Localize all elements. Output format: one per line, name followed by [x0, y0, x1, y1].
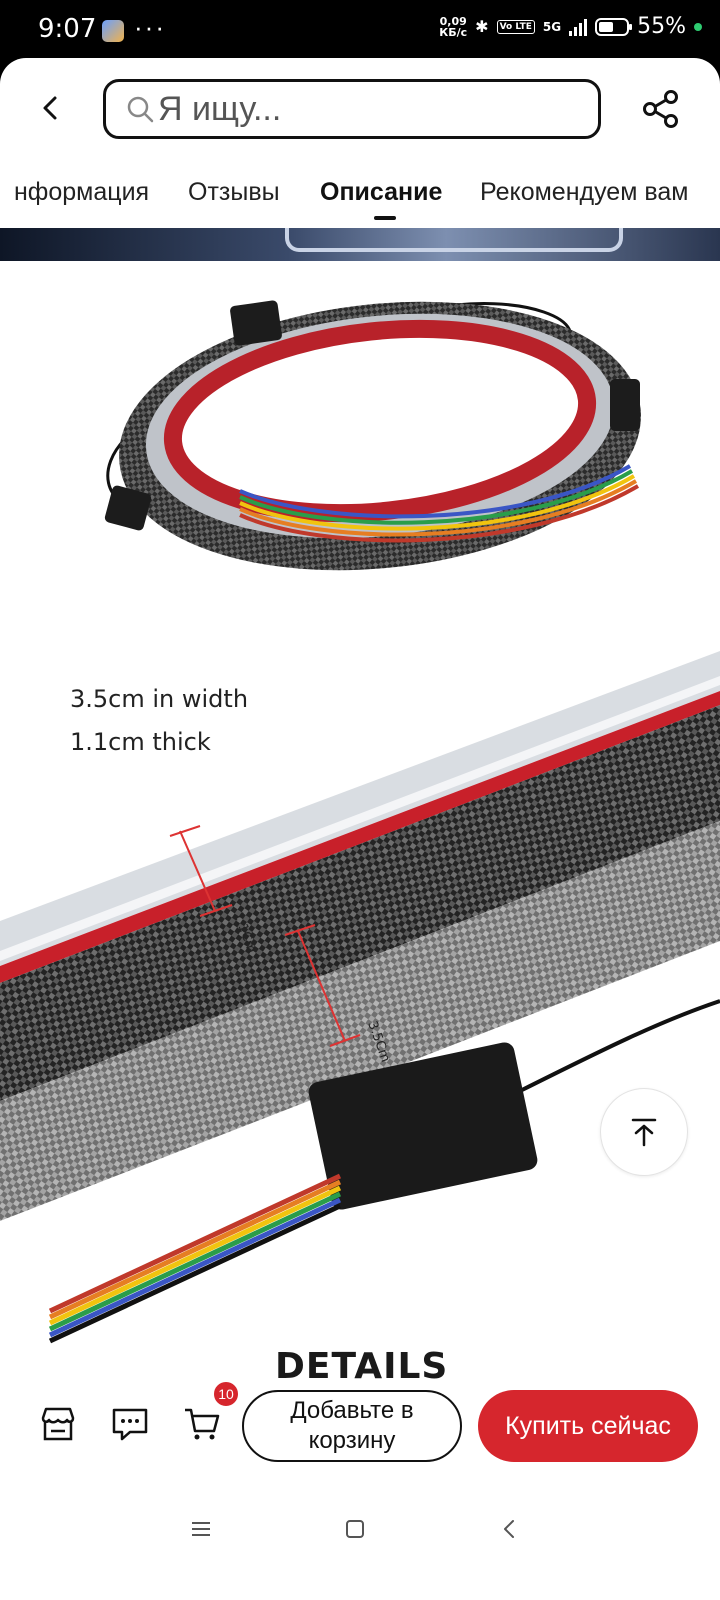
product-coil-image [0, 261, 720, 621]
menu-icon [192, 1522, 210, 1536]
more-notifications-icon: ··· [134, 12, 166, 42]
tab-information[interactable]: нформация [14, 178, 150, 206]
product-specs-image: 1.1Cm 3.5Cm [0, 621, 720, 1458]
tab-recommended[interactable]: Рекомендуем вам [480, 178, 689, 206]
volte-icon: Vo LTE [496, 19, 535, 34]
tab-description[interactable]: Описание [320, 178, 443, 206]
battery-icon [595, 17, 633, 36]
app-notification-icon [102, 20, 124, 42]
chat-button[interactable] [110, 1404, 150, 1444]
search-placeholder: Я ищу... [158, 89, 282, 128]
search-input[interactable]: Я ищу... [103, 79, 601, 139]
status-time: 9:07 [38, 14, 97, 44]
spec-width-text: 3.5cm in width [70, 685, 249, 713]
spec-thick-text: 1.1cm thick [70, 728, 211, 756]
search-icon [127, 96, 154, 123]
description-content: 1.1Cm 3.5Cm 3.5cm in width 1.1cm thick D… [0, 228, 720, 1458]
active-tab-indicator [374, 216, 396, 220]
share-icon [643, 90, 678, 128]
system-nav-bar [0, 1498, 720, 1560]
net-speed: 0,09 КБ/с [439, 14, 468, 39]
battery-percent: 55% [637, 14, 686, 39]
cart-count-badge: 10 [212, 1380, 240, 1408]
share-button[interactable] [640, 88, 682, 130]
header: Я ищу... [0, 58, 720, 163]
signal-icon [569, 18, 588, 36]
status-bar: 9:07 ··· 0,09 КБ/с ✱ Vo LTE 5G 55% [0, 0, 720, 62]
details-heading: DETAILS [275, 1346, 449, 1387]
arrow-up-icon [631, 1118, 657, 1147]
tab-reviews[interactable]: Отзывы [188, 178, 280, 206]
buy-now-button[interactable]: Купить сейчас [478, 1390, 698, 1462]
menu-nav-button[interactable] [186, 1514, 216, 1544]
home-nav-button[interactable] [340, 1514, 370, 1544]
network-type: 5G [542, 19, 562, 34]
chevron-left-icon [43, 96, 57, 120]
back-triangle-icon [504, 1520, 514, 1538]
scroll-to-top-button[interactable] [600, 1088, 688, 1176]
add-to-cart-button[interactable]: Добавьте в корзину [242, 1390, 462, 1462]
bluetooth-icon: ✱ [475, 17, 489, 36]
app-sheet: Я ищу... нформация Отзывы Описание Реком… [0, 58, 720, 1600]
car-image-top [0, 228, 720, 261]
privacy-indicator-icon [694, 22, 702, 31]
bottom-action-bar: 10 Добавьте в корзину Купить сейчас [0, 1380, 720, 1468]
store-button[interactable] [38, 1404, 78, 1444]
cart-button[interactable] [182, 1404, 222, 1444]
back-button[interactable] [30, 88, 70, 128]
back-nav-button[interactable] [494, 1514, 524, 1544]
home-square-icon [346, 1520, 364, 1538]
section-tabs: нформация Отзывы Описание Рекомендуем ва… [0, 166, 720, 226]
